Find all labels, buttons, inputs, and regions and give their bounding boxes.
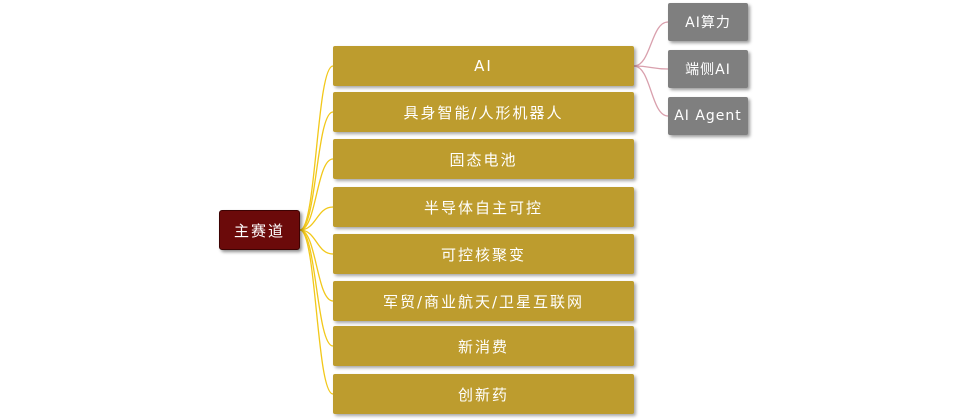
root-to-track-connector <box>299 158 334 231</box>
track-node-new-consumption: 新消费 <box>333 326 634 366</box>
root-to-track-connector <box>299 111 334 231</box>
sub-node-ai-agent: AI Agent <box>668 97 748 135</box>
track-node-semiconductor: 半导体自主可控 <box>333 187 634 227</box>
track-node-label: 可控核聚变 <box>440 245 526 264</box>
root-to-track-connector <box>299 229 334 302</box>
root-to-track-connector <box>299 229 334 395</box>
track-node-label: 新消费 <box>457 337 509 356</box>
ai-to-subtopic-connector <box>633 21 669 67</box>
track-node-label: 创新药 <box>457 385 509 404</box>
track-node-label: 军贸/商业航天/卫星互联网 <box>382 292 585 311</box>
track-node-military-aerospace: 军贸/商业航天/卫星互联网 <box>333 281 634 321</box>
root-to-track-connector <box>299 206 334 231</box>
root-to-track-connector <box>299 229 334 347</box>
track-node-ai: AI <box>333 46 634 86</box>
track-node-solid-state-battery: 固态电池 <box>333 139 634 179</box>
track-node-innovative-drugs: 创新药 <box>333 374 634 414</box>
track-node-label: AI <box>474 57 493 75</box>
track-node-embodied-ai: 具身智能/人形机器人 <box>333 92 634 132</box>
sub-node-label: AI算力 <box>685 15 731 31</box>
track-node-label: 固态电池 <box>449 150 518 169</box>
ai-to-subtopic-connector <box>633 65 669 70</box>
track-node-label: 半导体自主可控 <box>423 198 543 217</box>
root-to-track-connector <box>299 229 334 255</box>
ai-to-subtopic-connector <box>633 65 669 117</box>
sub-node-label: AI Agent <box>674 108 742 124</box>
sub-node-edge-ai: 端侧AI <box>668 50 748 88</box>
track-node-label: 具身智能/人形机器人 <box>403 103 564 122</box>
root-node-label: 主赛道 <box>233 221 285 240</box>
root-to-track-connector <box>299 65 334 231</box>
track-node-nuclear-fusion: 可控核聚变 <box>333 234 634 274</box>
sub-node-ai-compute: AI算力 <box>668 3 748 41</box>
sub-node-label: 端侧AI <box>685 62 731 78</box>
root-node-main-track: 主赛道 <box>219 210 300 250</box>
